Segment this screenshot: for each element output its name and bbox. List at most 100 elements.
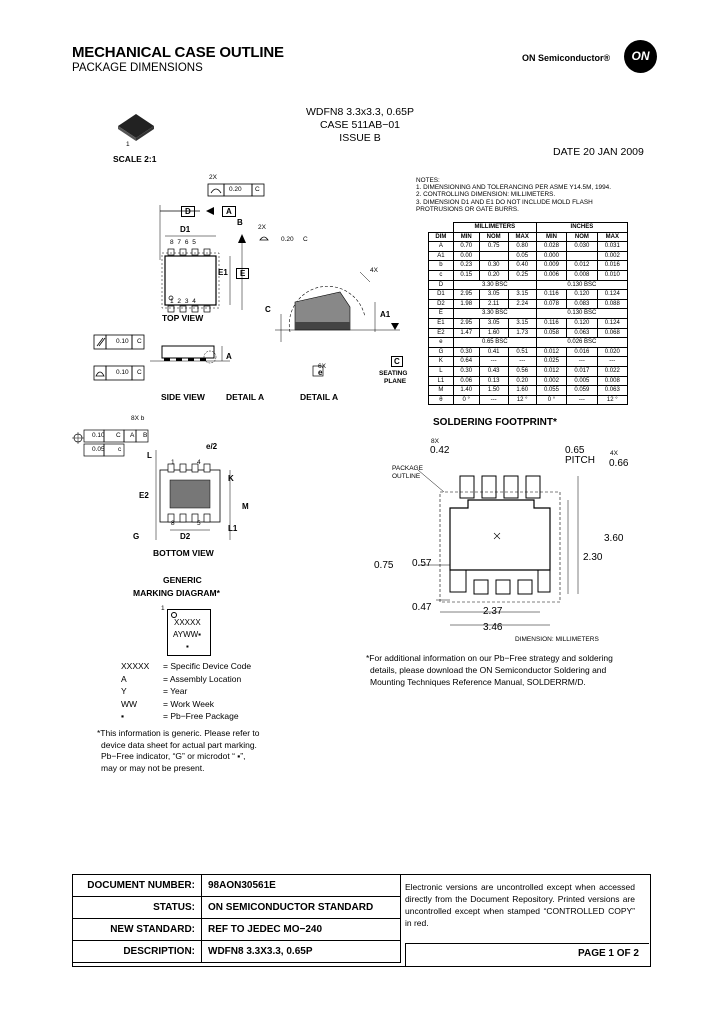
dim-cell: 0.055 bbox=[535, 385, 568, 396]
detail-a-ref-label: DETAIL A bbox=[226, 392, 265, 402]
package-name: WDFN8 3.3x3.3, 0.65P bbox=[306, 106, 414, 118]
footprint-title: SOLDERING FOOTPRINT* bbox=[433, 417, 557, 428]
dim-cell: 1.40 bbox=[452, 385, 480, 396]
side-view-drawing bbox=[93, 334, 230, 381]
page-subtitle: PACKAGE DIMENSIONS bbox=[72, 62, 203, 74]
dim-cell: 0.41 bbox=[478, 346, 509, 358]
dim-cell: 0.70 bbox=[452, 241, 480, 252]
seating-label: SEATING bbox=[379, 370, 408, 377]
dim-cell: 0.20 bbox=[507, 375, 537, 387]
dim-cell: 0.65 BSC bbox=[452, 337, 537, 348]
note-item: PROTRUSIONS OR GATE BURRS. bbox=[416, 205, 519, 213]
dim-col-header: MIN bbox=[452, 231, 480, 243]
fp-8x: 8X bbox=[431, 438, 439, 445]
dim-cell: 3.15 bbox=[507, 317, 537, 329]
footer-value: ON SEMICONDUCTOR STANDARD bbox=[201, 896, 401, 919]
dim-cell: 0.006 bbox=[535, 269, 568, 281]
dim-cell: --- bbox=[478, 394, 509, 406]
dim-cell: 0.23 bbox=[452, 260, 480, 271]
bottom-dim-e-half: e/2 bbox=[206, 442, 218, 451]
dim-cell: 0.13 bbox=[478, 375, 509, 387]
dim-cell bbox=[478, 250, 509, 262]
dim-cell: 3.30 BSC bbox=[452, 308, 537, 319]
dim-cell: 0.016 bbox=[596, 260, 629, 271]
dim-cell: 1.60 bbox=[507, 385, 537, 396]
page-number: PAGE 1 OF 2 bbox=[578, 948, 639, 959]
bottom-pin-1: 1 bbox=[171, 459, 175, 466]
dim-cell: θ bbox=[428, 394, 454, 406]
bottom-view-drawing bbox=[72, 429, 231, 540]
dim-cell: D1 bbox=[428, 289, 454, 300]
fp-dim-075: 0.75 bbox=[374, 560, 394, 571]
dim-cell: 1.47 bbox=[452, 327, 480, 339]
note-item: 1. DIMENSIONING AND TOLERANCING PER ASME… bbox=[416, 184, 611, 192]
dim-cell: 0.012 bbox=[535, 365, 568, 377]
dim-cell: 2.11 bbox=[478, 298, 509, 310]
note-item: 2. CONTROLLING DIMENSION: MILLIMETERS. bbox=[416, 191, 556, 199]
notes-block: NOTES: 1. DIMENSIONING AND TOLERANCING P… bbox=[416, 177, 666, 213]
right-tol-value: 0.20 bbox=[281, 236, 294, 243]
dim-cell: 0 ° bbox=[535, 394, 568, 406]
dim-cell: 0.078 bbox=[535, 298, 568, 310]
dim-cell: 0.008 bbox=[566, 269, 598, 281]
dim-cell: --- bbox=[566, 394, 598, 406]
document-date: DATE 20 JAN 2009 bbox=[553, 146, 644, 158]
plane-label: PLANE bbox=[384, 378, 407, 385]
fp-dim-237: 2.37 bbox=[483, 606, 503, 617]
mm-header: MILLIMETERS bbox=[452, 222, 537, 233]
fp-pitch: PITCH bbox=[565, 455, 595, 466]
top-view-drawing bbox=[159, 183, 269, 313]
pin1-thumb-label: 1 bbox=[126, 141, 130, 148]
dim-cell: --- bbox=[596, 356, 629, 367]
dim-cell: M bbox=[428, 385, 454, 396]
dim-cell: D2 bbox=[428, 298, 454, 310]
scale-label: SCALE 2:1 bbox=[113, 154, 157, 164]
dim-cell: G bbox=[428, 346, 454, 358]
footer-row: STATUS: ON SEMICONDUCTOR STANDARD bbox=[72, 896, 401, 919]
fp-dim-230: 2.30 bbox=[583, 552, 603, 563]
dim-cell: e bbox=[428, 337, 454, 348]
notes-title: NOTES: bbox=[416, 177, 440, 184]
dim-cell: 0.124 bbox=[596, 317, 629, 329]
footprint-drawing bbox=[417, 469, 579, 626]
dim-cell: 0.005 bbox=[566, 375, 598, 387]
dim-cell: D bbox=[428, 279, 454, 291]
datum-c: C bbox=[391, 356, 403, 367]
footprint-note: *For additional information on our Pb−Fr… bbox=[366, 653, 613, 687]
dim-cell: 0.025 bbox=[535, 356, 568, 367]
dim-col-header: NOM bbox=[478, 231, 509, 243]
bottom-tol2-ref: c bbox=[118, 446, 122, 453]
detail-e: e bbox=[318, 368, 323, 377]
legend-row: WW= Work Week bbox=[121, 698, 214, 709]
footer-row: DOCUMENT NUMBER: 98AON30561E bbox=[72, 874, 401, 897]
dim-cell: 0.009 bbox=[535, 260, 568, 271]
dim-cell: 12 ° bbox=[507, 394, 537, 406]
dim-cell: --- bbox=[566, 356, 598, 367]
right-tol-ref: C bbox=[303, 236, 308, 243]
side-tol1-value: 0.10 bbox=[116, 338, 129, 345]
dim-cell: 0.43 bbox=[478, 365, 509, 377]
dim-cell: 0.130 BSC bbox=[535, 308, 629, 319]
dim-cell: 0.002 bbox=[535, 375, 568, 387]
marking-line1: XXXXX bbox=[174, 618, 201, 627]
dim-cell: 0.75 bbox=[478, 241, 509, 252]
dim-cell: E1 bbox=[428, 317, 454, 329]
bottom-tol1-ref-b: B bbox=[143, 432, 148, 439]
fp-dim-346: 3.46 bbox=[483, 622, 503, 633]
top-tol-ref: C bbox=[255, 186, 260, 193]
fp-dim-360: 3.60 bbox=[604, 533, 624, 544]
dim-col-header: MIN bbox=[535, 231, 568, 243]
detail-a-label: DETAIL A bbox=[300, 392, 339, 402]
dim-cell: 0.026 BSC bbox=[535, 337, 629, 348]
dim-cell: 3.15 bbox=[507, 289, 537, 300]
brand-name: ON Semiconductor® bbox=[522, 53, 611, 63]
marking-title-1: GENERIC bbox=[163, 575, 202, 585]
dim-cell: 0.40 bbox=[507, 260, 537, 271]
bottom-dim-d2: D2 bbox=[180, 532, 191, 541]
dim-cell: --- bbox=[478, 356, 509, 367]
